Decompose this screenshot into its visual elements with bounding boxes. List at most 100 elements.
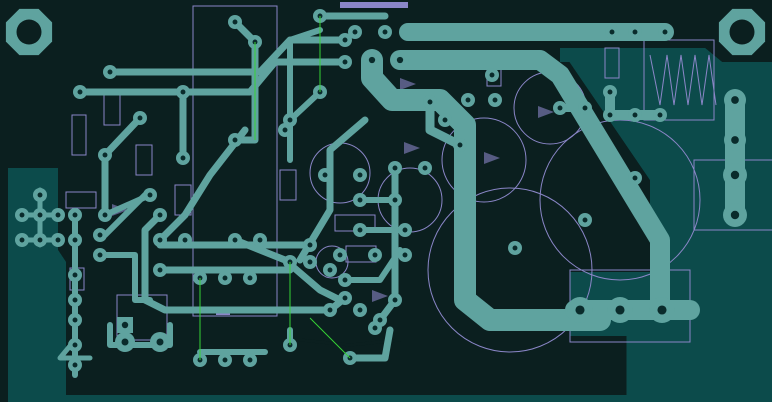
pad-hole — [327, 307, 333, 313]
pad-hole — [657, 305, 667, 315]
pad-hole — [615, 305, 625, 315]
pad-hole — [442, 117, 448, 123]
pad-hole — [182, 237, 188, 243]
pad-hole — [307, 259, 313, 265]
pad-hole — [392, 165, 398, 171]
ic-outline — [192, 5, 278, 317]
pad-hole — [582, 217, 588, 223]
pad-hole — [492, 97, 498, 103]
pad-hole — [222, 357, 228, 363]
pad-hole — [632, 175, 638, 181]
ratsnest-layer — [199, 16, 351, 360]
pad-hole — [607, 112, 613, 118]
trace — [346, 326, 394, 362]
pad-hole — [107, 69, 113, 75]
pad-hole — [382, 29, 388, 35]
pad-hole — [368, 56, 376, 64]
pad-hole — [457, 142, 463, 148]
pad-hole — [232, 137, 238, 143]
pad-hole — [55, 212, 61, 218]
pad-hole — [77, 89, 83, 95]
pad-hole — [377, 317, 383, 323]
pad-hole — [489, 72, 495, 78]
silkscreen-layer — [65, 2, 772, 353]
pad-hole — [247, 357, 253, 363]
pad-hole — [322, 172, 328, 178]
pad-hole — [582, 105, 588, 111]
ground-pour-top-right — [560, 48, 722, 62]
pad-hole — [392, 197, 398, 203]
power-trace-right — [390, 50, 670, 320]
pad-hole — [147, 192, 153, 198]
ratsnest-line — [309, 317, 351, 359]
pad-hole — [72, 317, 78, 323]
resistor-outline — [65, 191, 97, 209]
pad-hole — [327, 267, 333, 273]
pad-hole — [422, 165, 428, 171]
pad-hole — [342, 59, 348, 65]
resistor-outline — [135, 144, 153, 176]
pad-hole — [337, 252, 343, 258]
pad-hole — [157, 212, 163, 218]
trace — [156, 126, 249, 244]
pad-hole — [730, 210, 740, 220]
pad-hole — [357, 197, 363, 203]
resistor-outline — [604, 47, 620, 79]
trace — [342, 247, 403, 283]
pad-hole — [72, 342, 78, 348]
diode-mark — [404, 142, 420, 154]
pad-hole — [157, 267, 163, 273]
pad-hole — [37, 237, 43, 243]
mounting-hole-center — [729, 19, 755, 45]
pad-hole — [392, 297, 398, 303]
resistor-outline — [71, 114, 87, 156]
pad-hole — [512, 245, 518, 251]
pad-hole — [357, 172, 363, 178]
trace — [425, 97, 465, 150]
pad-hole — [72, 212, 78, 218]
pad-hole — [657, 112, 663, 118]
ground-pour-left — [8, 168, 66, 402]
pad-hole — [731, 96, 739, 104]
pad-hole — [121, 321, 129, 329]
pad-hole — [247, 275, 253, 281]
pad-hole — [121, 338, 129, 346]
pad-hole — [97, 252, 103, 258]
resistor-outline — [279, 169, 297, 201]
pad-hole — [102, 212, 108, 218]
inductor-coil — [649, 54, 717, 106]
pad-hole — [427, 99, 433, 105]
pad-hole — [357, 307, 363, 313]
pad-hole — [609, 29, 615, 35]
pad-hole — [357, 227, 363, 233]
resistor-outline — [103, 94, 121, 126]
trace — [106, 36, 349, 76]
power-trace-main — [361, 49, 611, 331]
pad-hole — [731, 136, 739, 144]
trace — [231, 236, 344, 304]
pad-hole — [55, 237, 61, 243]
pad-hole — [19, 237, 25, 243]
pad-hole — [342, 277, 348, 283]
pad-hole — [465, 97, 471, 103]
pad-hole — [632, 29, 638, 35]
diode-mark — [484, 152, 500, 164]
pad-hole — [232, 237, 238, 243]
diode-mark — [372, 290, 388, 302]
capacitor-outline — [427, 187, 593, 353]
pad-hole — [72, 272, 78, 278]
pad-hole — [557, 105, 563, 111]
trace — [102, 192, 153, 218]
pad-hole — [342, 37, 348, 43]
pad-hole — [372, 252, 378, 258]
pad-hole — [37, 212, 43, 218]
pad-hole — [282, 127, 288, 133]
diode-mark — [400, 78, 416, 90]
pad-hole — [222, 275, 228, 281]
pad-hole — [287, 117, 293, 123]
inductor-outline — [643, 39, 715, 121]
pad-hole — [180, 89, 186, 95]
trace — [76, 58, 349, 96]
pad-hole — [607, 89, 613, 95]
